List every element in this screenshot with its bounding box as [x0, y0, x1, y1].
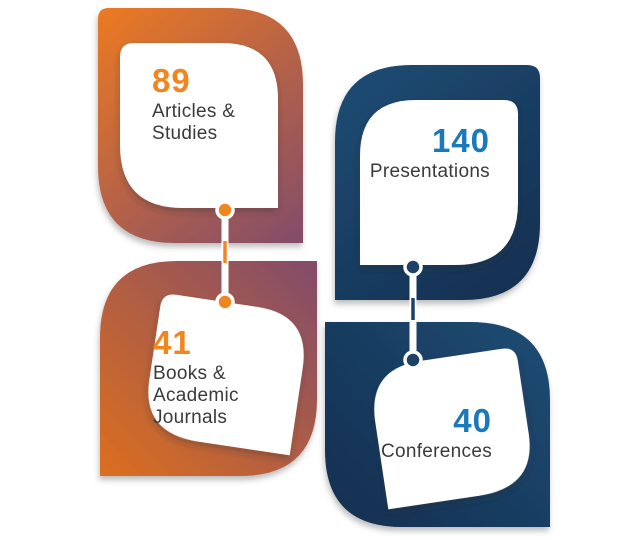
stat-articles-value: 89 — [152, 62, 191, 99]
stat-books-value: 41 — [153, 324, 192, 361]
stat-presentations-label: Presentations — [369, 161, 490, 182]
leaf-bottom-right-inner — [374, 348, 530, 510]
leaf-top-left-inner — [120, 43, 278, 208]
stat-conferences: 40 Conferences — [332, 401, 492, 463]
stat-books-journals: 41 Books & Academic Journals — [153, 323, 283, 429]
stat-conferences-value: 40 — [453, 402, 492, 439]
stat-presentations-value: 140 — [431, 122, 490, 159]
leaf-top-right-inner — [360, 100, 518, 265]
connector-left — [215, 200, 235, 312]
connector-dot-left-bottom — [215, 292, 235, 312]
stat-articles-label: Articles & Studies — [152, 101, 236, 144]
stat-articles-studies: 89 Articles & Studies — [152, 61, 272, 145]
stat-presentations: 140 Presentations — [330, 121, 490, 183]
connector-right — [403, 257, 423, 370]
connector-dot-right-top — [403, 257, 423, 277]
connector-dot-right-bottom — [403, 350, 423, 370]
stat-conferences-label: Conferences — [380, 441, 492, 462]
connector-dot-left-top — [215, 200, 235, 220]
stat-books-label: Books & Academic Journals — [153, 363, 239, 428]
leaf-bottom-left-inner — [148, 294, 304, 456]
